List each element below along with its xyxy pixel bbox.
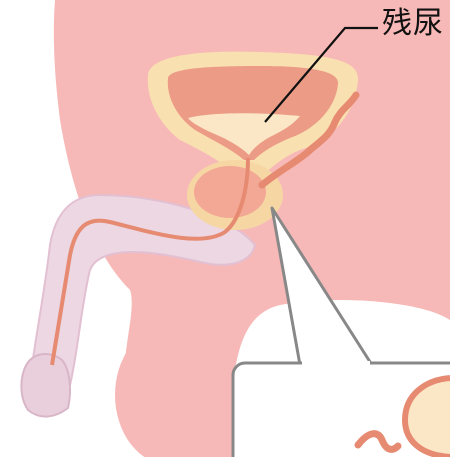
residual-urine-label: 残尿 — [382, 6, 444, 42]
glans — [21, 354, 70, 417]
prostate-inner — [194, 166, 266, 218]
